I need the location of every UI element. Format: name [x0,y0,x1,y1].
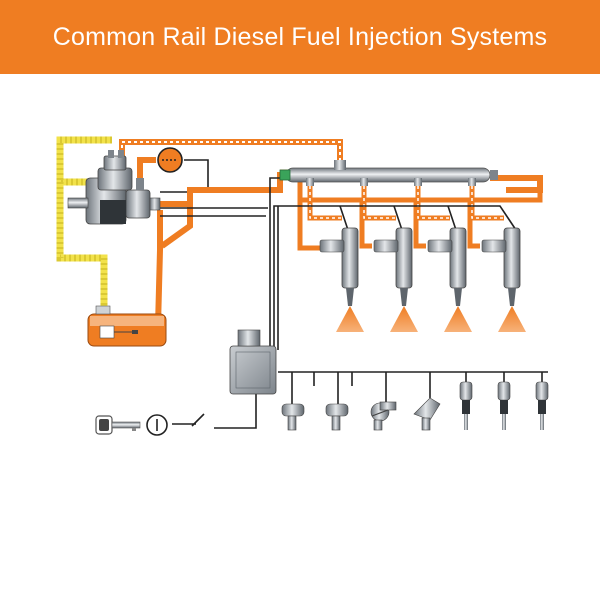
fuel-tank [87,305,167,347]
ignition-key-icon [95,415,141,435]
low-pressure-fuel-lines [56,136,112,310]
sensor-6 [497,381,511,430]
sensor-7 [535,381,549,430]
high-pressure-pump [67,150,161,225]
injector-2 [373,227,418,332]
ignition-switch [146,414,168,436]
injector-1 [319,227,364,332]
electrical-wiring [156,177,548,429]
title-banner: Common Rail Diesel Fuel Injection System… [0,0,600,74]
sensor-2 [325,403,349,431]
page-title: Common Rail Diesel Fuel Injection System… [52,22,548,51]
common-rail [279,160,498,186]
high-pressure-fuel-lines [119,139,543,327]
sensor-5 [459,381,473,430]
pressure-regulator [157,147,183,173]
sensor-1 [281,403,305,431]
injector-4 [481,227,526,332]
sensor-3 [370,401,397,431]
injector-3 [427,227,472,332]
sensor-4 [413,397,441,431]
ecu [229,329,277,395]
